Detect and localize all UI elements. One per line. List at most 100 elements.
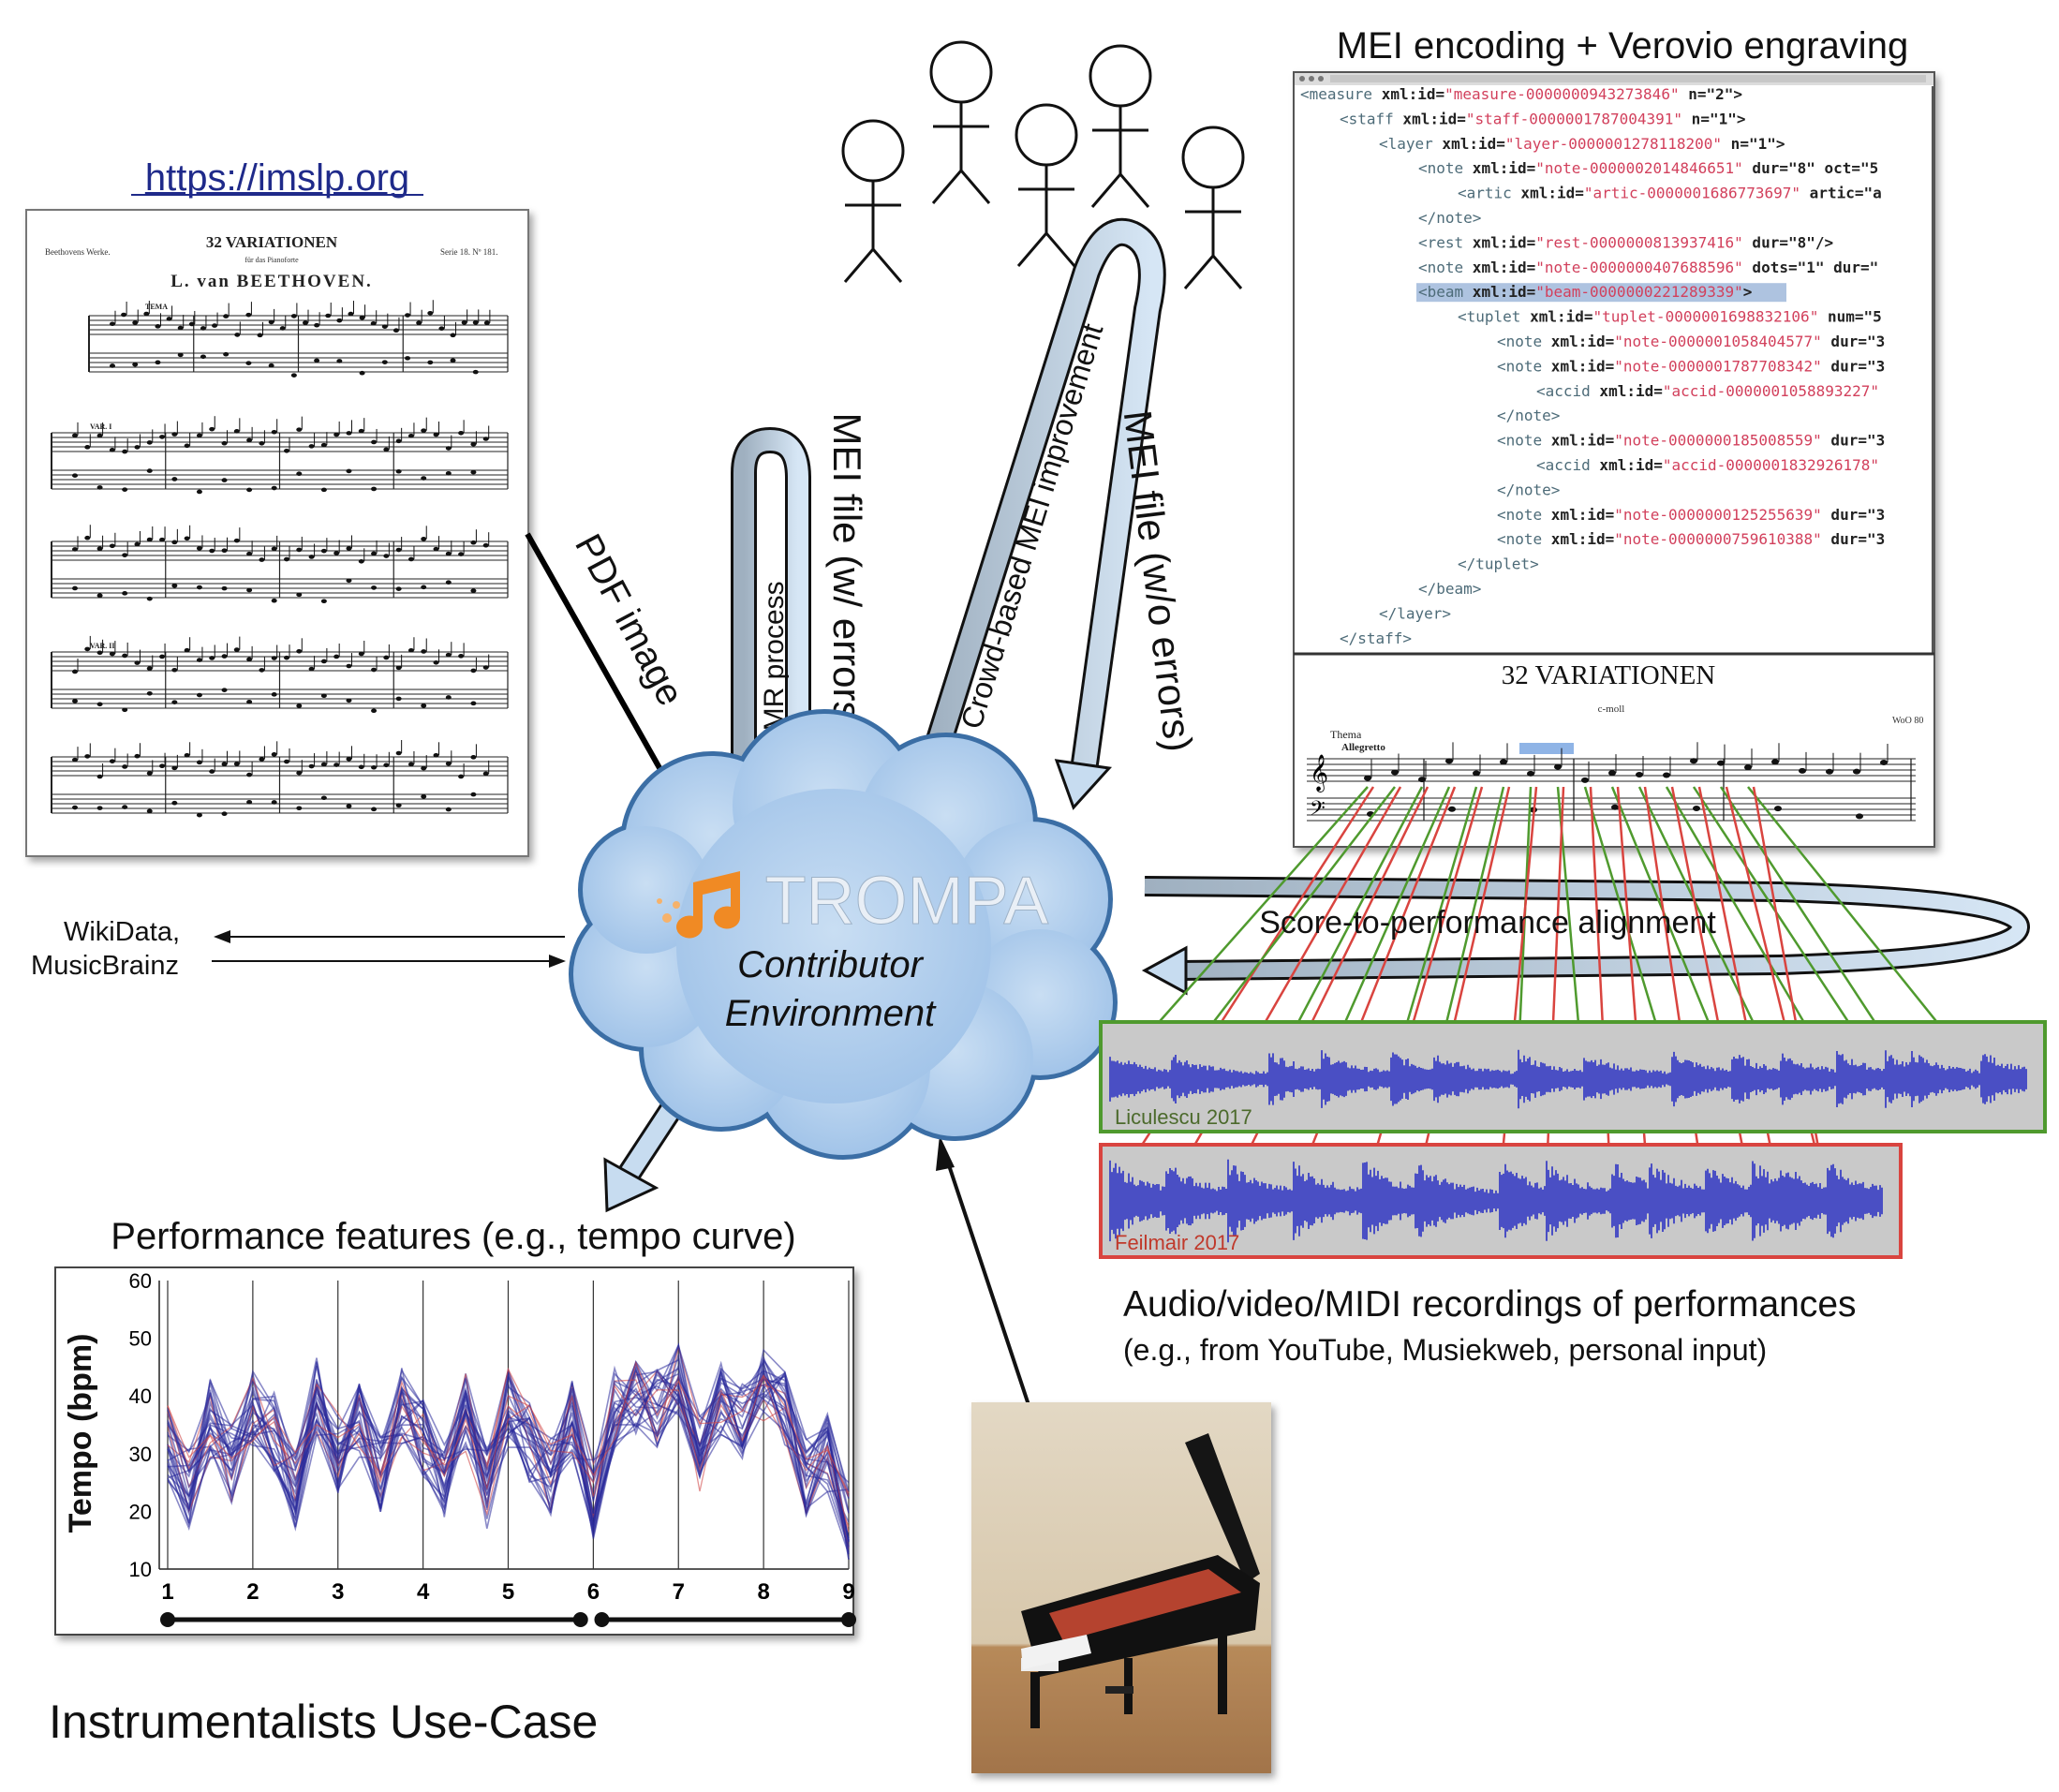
note-head: [122, 553, 128, 557]
note-head: [395, 750, 402, 756]
note-head: [209, 769, 215, 774]
cloud-fill: [676, 789, 991, 1103]
xml-tag: </tuplet>: [1458, 555, 1539, 573]
xml-line: </staff>: [1340, 629, 1412, 647]
person-icon: [1181, 126, 1245, 289]
note-head: [308, 763, 315, 769]
x-tick-label: 1: [161, 1579, 173, 1605]
xml-attr: xml:id=: [1463, 283, 1535, 301]
note-head: [246, 437, 253, 443]
imslp-link[interactable]: https://imslp.org: [145, 157, 409, 199]
waveform-trace: [1109, 1159, 1883, 1243]
wikidata-label[interactable]: WikiData,: [64, 917, 180, 947]
note-head: [445, 652, 452, 658]
maximize-window-icon[interactable]: [1318, 76, 1324, 81]
note-head: [296, 592, 303, 598]
xml-val: "accid-0000001832926178": [1663, 456, 1879, 474]
xml-tag: <tuplet: [1458, 308, 1520, 326]
musicbrainz-label[interactable]: MusicBrainz: [31, 951, 179, 981]
trompa-cloud[interactable]: [569, 709, 1118, 1160]
window-controls: [1299, 75, 1926, 82]
note-head: [146, 537, 153, 542]
person-head: [1181, 126, 1245, 189]
music-note-icon: [657, 871, 740, 939]
mei-xml-code: <measure xml:id="measure-000000094327384…: [1300, 85, 1934, 653]
note-head: [109, 448, 115, 452]
person-leg: [959, 170, 991, 204]
note-head: [171, 583, 178, 588]
xml-line: <note xml:id="note-0000000185008559" dur…: [1497, 432, 1885, 450]
recording-track-liculescu[interactable]: Liculescu 2017: [1099, 1020, 2047, 1133]
note-head: [171, 432, 178, 437]
note-head: [110, 321, 115, 327]
note-head: [470, 540, 477, 545]
sheet-subtitle: für das Pianoforte: [244, 256, 299, 264]
person-leg: [1044, 232, 1076, 267]
note-head: [427, 310, 434, 316]
note-head: [470, 792, 477, 797]
person-leg: [1211, 255, 1243, 289]
xml-tag: </staff>: [1340, 629, 1412, 647]
note-head: [458, 774, 465, 779]
note-head: [1500, 759, 1507, 765]
note-head: [450, 358, 456, 363]
address-bar[interactable]: [1330, 75, 1926, 82]
xml-val: "note-0000000759610388": [1614, 530, 1822, 548]
note-head: [221, 762, 228, 766]
note-head: [458, 430, 465, 436]
note-head: [1856, 813, 1863, 820]
note-head: [146, 771, 153, 776]
xml-tag: </layer>: [1379, 604, 1451, 622]
note-head: [395, 438, 402, 444]
highlighted-beam: [1519, 743, 1574, 754]
note-head: [221, 478, 228, 482]
sheet-label-tema: TEMA: [145, 303, 168, 311]
note-head: [445, 580, 452, 585]
person-head: [1089, 44, 1152, 108]
close-window-icon[interactable]: [1299, 76, 1305, 81]
xml-tag: <note: [1418, 159, 1463, 177]
xml-rest: dur="8"/>: [1743, 233, 1833, 251]
xml-line: <layer xml:id="layer-0000001278118200" n…: [1379, 135, 1785, 153]
note-head: [346, 578, 352, 584]
grand-piano-image: [1021, 1433, 1260, 1728]
section-end-dot: [841, 1612, 856, 1627]
note-head: [146, 468, 153, 473]
note-head: [333, 551, 340, 555]
person-leg: [1016, 232, 1048, 267]
sheet-header-left: Beethovens Werke.: [45, 247, 111, 257]
xml-line: </tuplet>: [1458, 555, 1539, 573]
recording-track-feilmair[interactable]: Feilmair 2017: [1099, 1143, 1903, 1259]
note-head: [188, 321, 195, 327]
note-head: [234, 333, 241, 337]
note-head: [445, 551, 452, 556]
xml-line: <measure xml:id="measure-000000094327384…: [1300, 85, 1742, 103]
xml-line: <note xml:id="note-0000000759610388" dur…: [1497, 530, 1885, 548]
note-head: [381, 324, 388, 329]
pdf-image-label: PDF image: [567, 527, 691, 712]
note-head: [314, 358, 320, 363]
person-leg: [871, 248, 903, 283]
note-head: [371, 439, 378, 445]
person-leg: [1118, 173, 1150, 208]
note-head: [1690, 758, 1697, 764]
note-head: [209, 656, 215, 660]
alignment-loop-arrow: [1141, 876, 2030, 996]
note-head: [1581, 777, 1589, 783]
xml-tag: <layer: [1379, 135, 1433, 153]
minimize-window-icon[interactable]: [1309, 76, 1314, 81]
note-head: [407, 762, 414, 767]
note-head: [346, 546, 352, 551]
note-head: [268, 363, 274, 368]
note-head: [416, 320, 422, 326]
xml-val: "note-0000000185008559": [1614, 432, 1822, 450]
xml-val: "measure-0000000943273846": [1444, 85, 1679, 103]
xml-attr: xml:id=: [1463, 159, 1535, 177]
note-head: [421, 428, 427, 433]
note-head: [72, 585, 78, 591]
sheet-music-staves: [51, 300, 509, 818]
note-head: [445, 446, 452, 451]
note-head: [96, 774, 103, 779]
alignment-label: Score-to-performance alignment: [1259, 905, 1716, 940]
note-head: [395, 803, 402, 807]
